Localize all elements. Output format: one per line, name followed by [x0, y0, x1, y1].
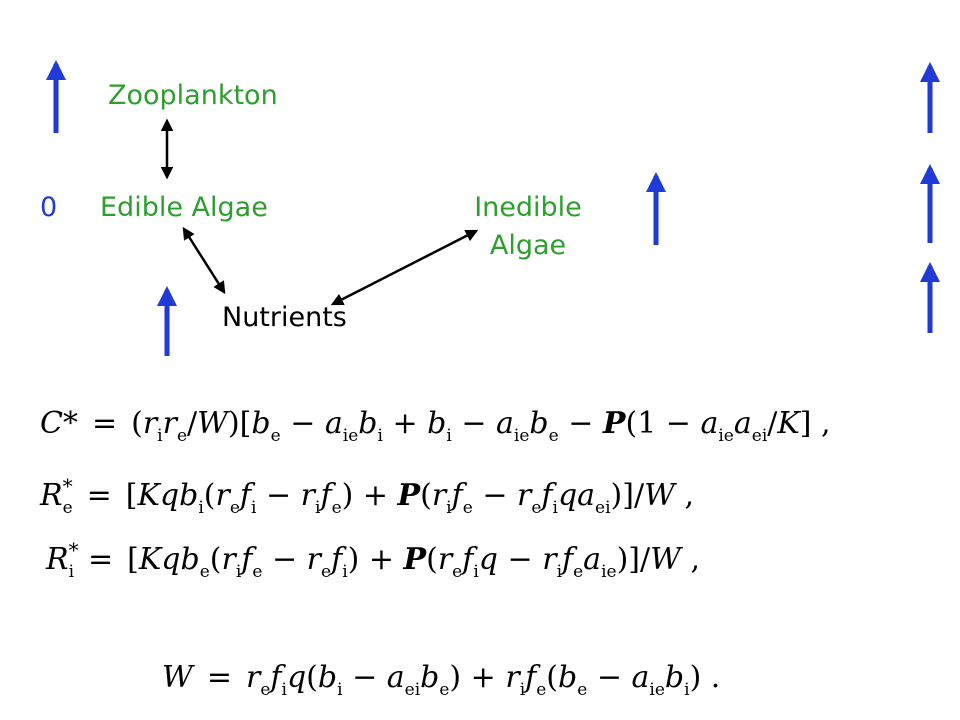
edible-algae-label: Edible Algae [100, 192, 268, 223]
equation-c-star: C*=(rire/W)[be − aiebi + bi − aiebe − P(… [40, 406, 831, 446]
zero-marker: 0 [40, 192, 58, 223]
nutrients-label: Nutrients [222, 302, 347, 333]
link-nutrients-inedible [330, 229, 479, 306]
equation-ri-star: R*i=[Kqbe(rife − refi) + P(refiq − rifea… [46, 538, 700, 582]
inedible-algae-label-line1: Inedible [474, 192, 582, 223]
inedible-algae-label-line2: Algae [489, 230, 567, 261]
link-edible-nutrients [182, 226, 226, 295]
equation-re-star: R*e=[Kqbi(refi − rife) + P(rife − refiqa… [40, 474, 694, 518]
zooplankton-label: Zooplankton [108, 80, 278, 111]
equation-w: W=refiq(bi − aeibe) + rife(be − aiebi) . [162, 660, 721, 700]
